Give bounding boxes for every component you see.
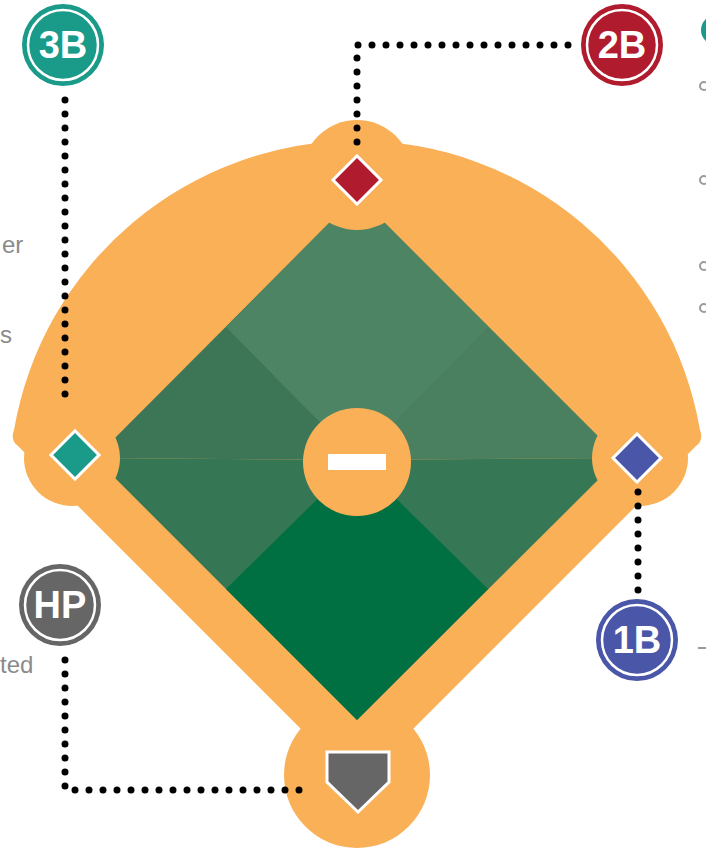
outfield-ground <box>13 141 702 785</box>
badge-ring <box>602 605 672 675</box>
badge-fill <box>596 599 678 681</box>
third-base-badge: 3B <box>21 3 105 87</box>
base-abbreviation: 3B <box>39 26 88 64</box>
second-base-badge: 2B <box>580 3 664 87</box>
third-base <box>51 431 99 479</box>
home-plate <box>327 752 389 812</box>
list-bullet <box>700 176 706 184</box>
badge-ring <box>587 10 657 80</box>
cut-text-fragment: s <box>0 323 12 347</box>
badge-fill <box>22 4 104 86</box>
pitcher-mound <box>303 408 411 516</box>
leader-line <box>635 492 642 594</box>
list-bullet <box>700 262 706 270</box>
second-base <box>333 156 381 204</box>
leader-line <box>65 660 308 790</box>
cut-text-fragment: ted <box>0 653 33 677</box>
base-dirt <box>24 410 120 506</box>
leader-line <box>357 45 568 145</box>
badge-ring <box>25 570 95 640</box>
leader-line <box>62 100 69 405</box>
cut-off-badge <box>701 15 706 45</box>
base-abbreviation: 2B <box>598 26 647 64</box>
base-dirt <box>302 120 412 230</box>
badge-fill <box>581 4 663 86</box>
badge-fill <box>19 564 101 646</box>
list-bullet <box>700 82 706 90</box>
base-abbreviation: 1B <box>613 621 662 659</box>
list-dash <box>698 647 706 649</box>
list-bullet <box>700 304 706 312</box>
first-base-badge: 1B <box>595 598 679 682</box>
home-plate-badge: HP <box>18 563 102 647</box>
home-ground <box>284 702 430 848</box>
badge-ring <box>28 10 98 80</box>
pitcher-rubber <box>328 454 386 470</box>
cut-text-fragment: er <box>2 233 23 257</box>
base-abbreviation: HP <box>34 586 87 624</box>
first-base <box>613 434 661 482</box>
